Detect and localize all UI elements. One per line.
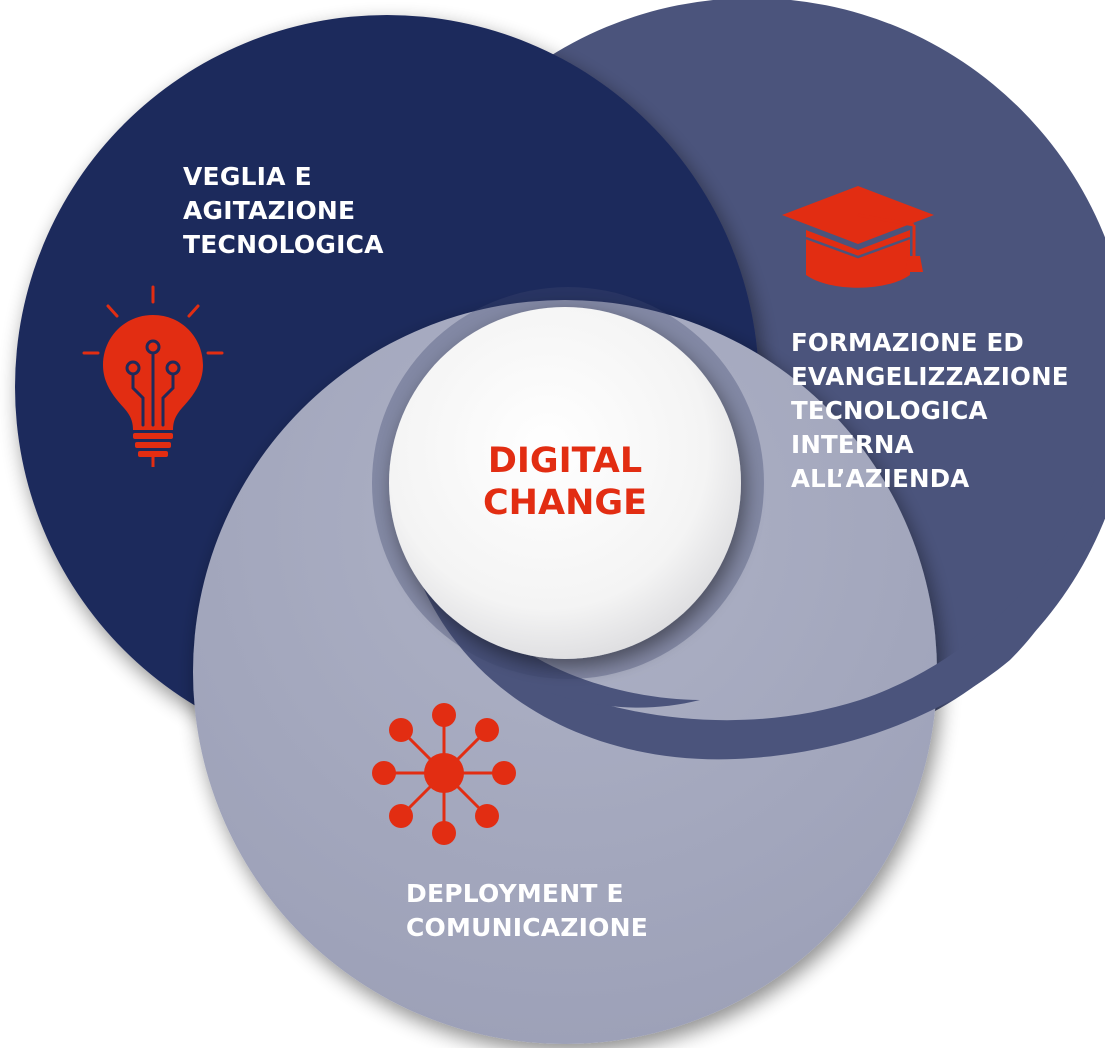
formazione-line-1: FORMAZIONE ED [791,328,1024,357]
slate-over-lavender-upper [404,470,700,708]
network-hub-icon [372,703,516,845]
center-title: DIGITAL CHANGE [415,440,715,524]
veglia-line-1: VEGLIA E [183,162,312,191]
section-label-veglia: VEGLIA E AGITAZIONE TECNOLOGICA [183,160,384,262]
veglia-line-2: AGITAZIONE [183,196,356,225]
formazione-line-4: INTERNA [791,430,914,459]
slate-over-lavender [420,454,1105,760]
lightbulb-circuit-icon [82,285,224,467]
center-circle [389,307,741,659]
section-label-deployment: DEPLOYMENT E COMUNICAZIONE [406,877,648,945]
formazione-line-3: TECNOLOGICA [791,396,988,425]
center-title-line-2: CHANGE [483,483,647,523]
formazione-line-2: EVANGELIZZAZIONE [791,362,1069,391]
section-label-formazione: FORMAZIONE ED EVANGELIZZAZIONE TECNOLOGI… [791,326,1069,496]
graduation-cap-icon [782,186,934,288]
formazione-line-5: ALL’AZIENDA [791,464,970,493]
deployment-line-1: DEPLOYMENT E [406,879,624,908]
deployment-line-2: COMUNICAZIONE [406,913,648,942]
center-title-line-1: DIGITAL [487,441,643,481]
veglia-line-3: TECNOLOGICA [183,230,384,259]
circle-deployment [193,300,937,1044]
